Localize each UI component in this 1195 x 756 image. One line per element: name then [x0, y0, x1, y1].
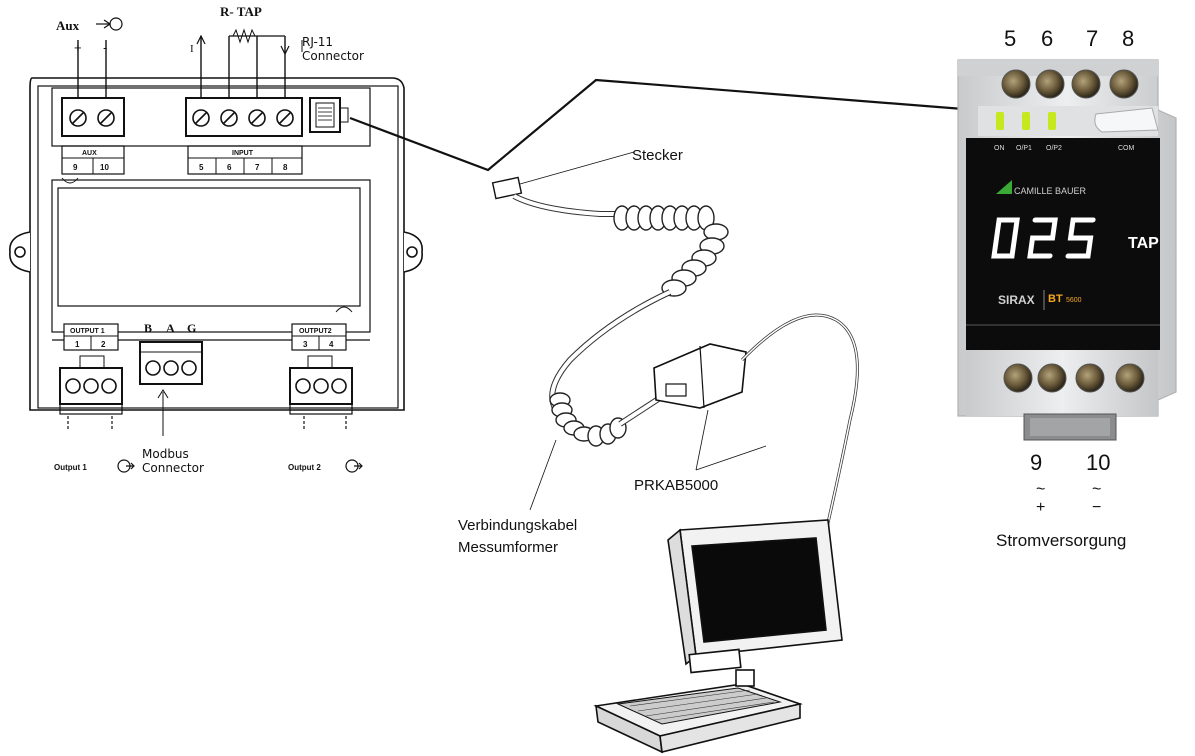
output1-terminal-1: 1	[75, 340, 80, 349]
tilde-plus-icon: ~	[1036, 481, 1045, 498]
power-supply-label: Stromversorgung	[996, 531, 1126, 550]
led-op2	[1048, 112, 1056, 130]
output1-terminal-2: 2	[101, 340, 106, 349]
input-block-label: INPUT	[232, 150, 254, 157]
output1-block-label: OUTPUT 1	[70, 328, 105, 335]
modbus-b-label: B	[144, 321, 152, 335]
modbus-g-label: G	[187, 321, 196, 335]
input-terminal-5: 5	[199, 163, 204, 172]
terminal-7-label: 7	[1086, 26, 1098, 51]
brand-name: CAMILLE BAUER	[1014, 186, 1087, 196]
power-minus-label: −	[1092, 499, 1101, 516]
terminal-10-label: 10	[1086, 450, 1110, 475]
aux-minus: -	[103, 40, 107, 55]
model-number: 5600	[1066, 297, 1082, 304]
adapter-label: PRKAB5000	[634, 477, 718, 494]
sirax-label: SIRAX	[998, 293, 1035, 307]
led-on	[996, 112, 1004, 130]
terminal-6-label: 6	[1041, 26, 1053, 51]
laptop	[593, 519, 843, 754]
input-terminal-8: 8	[283, 163, 288, 172]
cable-label: Verbindungskabel	[458, 517, 577, 534]
aux-label: Aux	[56, 18, 80, 33]
rj11-label: RJ-11	[302, 35, 333, 49]
terminal-5-label: 5	[1004, 26, 1016, 51]
output2-block-label: OUTPUT2	[299, 328, 332, 335]
aux-terminal-10: 10	[100, 163, 109, 172]
stecker-label: Stecker	[632, 147, 683, 164]
terminal-8-label: 8	[1122, 26, 1134, 51]
left-device	[9, 17, 423, 473]
tilde-minus-icon: ~	[1092, 481, 1101, 498]
display-unit: TAP	[1128, 235, 1159, 252]
connection-cable	[349, 78, 1129, 641]
aux-plus: +	[74, 40, 82, 55]
com-label: COM	[1118, 145, 1135, 152]
modbus-connector-label: Connector	[142, 461, 204, 475]
rj11-connector-label: Connector	[302, 49, 364, 63]
cable-label-messumformer: Messumformer	[458, 539, 558, 556]
modbus-a-label: A	[166, 321, 175, 335]
terminal-9-label: 9	[1030, 450, 1042, 475]
display-readout	[991, 217, 1096, 259]
output2-terminal-4: 4	[329, 340, 334, 349]
right-device	[957, 59, 1177, 441]
brand-logo	[996, 180, 1012, 194]
modbus-label: Modbus	[142, 447, 189, 461]
led-op1	[1022, 112, 1030, 130]
rtap-label: R- TAP	[220, 4, 262, 19]
output1-label: Output 1	[54, 463, 87, 472]
output2-terminal-3: 3	[303, 340, 308, 349]
model-label: BT	[1048, 293, 1063, 305]
aux-block-label: AUX	[82, 150, 97, 157]
led-op1-label: O/P1	[1016, 145, 1032, 152]
power-plus-label: +	[1036, 499, 1045, 516]
aux-terminal-9: 9	[73, 163, 78, 172]
output2-label: Output 2	[288, 463, 321, 472]
led-op2-label: O/P2	[1046, 145, 1062, 152]
input-terminal-6: 6	[227, 163, 232, 172]
rtap-i-label: I	[190, 43, 194, 55]
input-terminal-7: 7	[255, 163, 260, 172]
led-on-label: ON	[994, 145, 1005, 152]
